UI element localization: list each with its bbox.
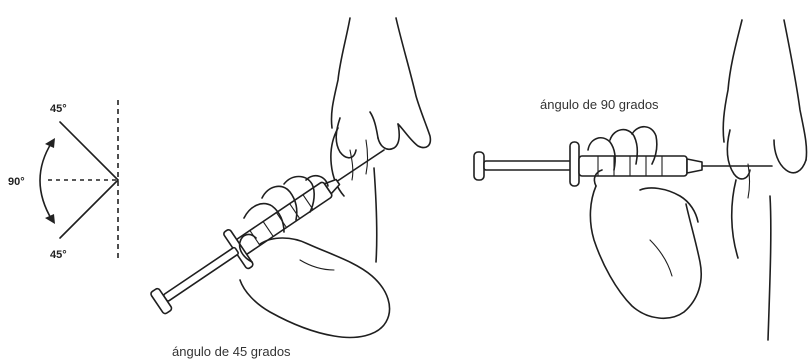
panel-45-degree: ángulo de 45 grados bbox=[145, 18, 431, 359]
caption-90: ángulo de 90 grados bbox=[540, 97, 659, 112]
upper-45-line bbox=[60, 122, 118, 180]
angle-diagram: 45° 90° 45° bbox=[8, 100, 118, 262]
panel-90-degree: ángulo de 90 grados bbox=[474, 20, 807, 340]
label-45-top: 45° bbox=[50, 103, 67, 115]
syringe-45 bbox=[145, 150, 384, 322]
pinching-hand bbox=[331, 18, 430, 180]
pinching-hand-right bbox=[723, 20, 806, 198]
caption-45: ángulo de 45 grados bbox=[172, 344, 291, 359]
lower-45-line bbox=[60, 180, 118, 238]
angle-arc-arrow bbox=[40, 142, 52, 220]
label-45-bottom: 45° bbox=[50, 249, 67, 261]
label-90: 90° bbox=[8, 176, 25, 188]
skin-fold-right bbox=[732, 180, 771, 340]
